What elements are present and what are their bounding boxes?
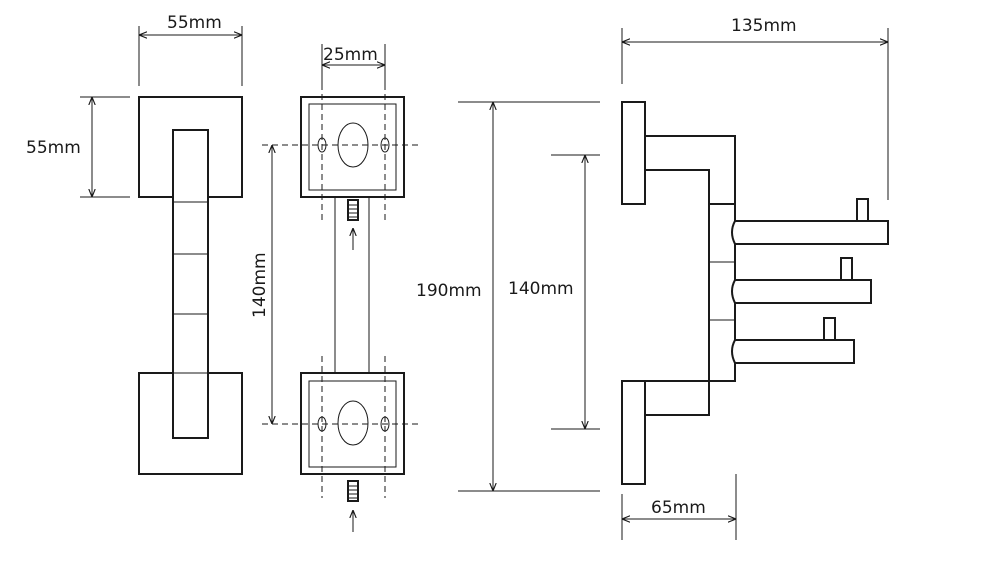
front-width-label: 55mm	[167, 13, 222, 33]
side-view: 190mm 140mm 135mm 65mm	[416, 16, 889, 540]
side-hook-spacing-label: 140mm	[508, 279, 574, 299]
side-base-depth-label: 65mm	[651, 498, 706, 518]
side-total-height-label: 190mm	[416, 281, 482, 301]
front-view: 55mm 55mm	[26, 13, 243, 475]
hole-spacing-label: 25mm	[323, 45, 378, 65]
front-height-label: 55mm	[26, 138, 81, 158]
mounting-plate-view: 25mm 140mm	[250, 44, 420, 532]
plate-spacing-label: 140mm	[250, 252, 270, 318]
side-depth-label: 135mm	[731, 16, 797, 36]
